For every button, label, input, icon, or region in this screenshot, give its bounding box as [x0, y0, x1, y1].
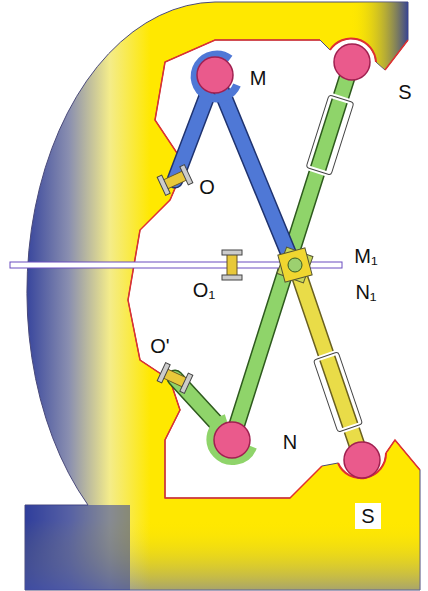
- frame-edge: [128, 40, 420, 498]
- blue-link: [215, 75, 292, 262]
- blue-link: [215, 75, 292, 262]
- pin: [334, 44, 370, 80]
- part-label: S: [398, 81, 411, 103]
- part-label: S: [355, 503, 380, 529]
- part-label: M: [250, 67, 267, 89]
- hinge: [222, 250, 242, 280]
- part-label: O₁: [193, 279, 215, 301]
- hinge: [157, 363, 193, 394]
- yellow-link: [298, 272, 362, 460]
- part-label: O': [150, 335, 169, 357]
- sleeve: [306, 95, 354, 175]
- pin: [344, 442, 380, 478]
- hinge: [157, 165, 193, 196]
- pin: [214, 422, 250, 458]
- slider: [277, 247, 313, 283]
- part-label: M₁: [354, 245, 377, 267]
- socket: [195, 55, 237, 99]
- yellow-link: [298, 272, 362, 460]
- part-label: N: [283, 431, 297, 453]
- socket: [210, 418, 253, 461]
- sleeve: [313, 352, 362, 432]
- part-label: N₁: [355, 281, 376, 303]
- pin: [197, 57, 233, 93]
- part-label: O: [199, 176, 215, 198]
